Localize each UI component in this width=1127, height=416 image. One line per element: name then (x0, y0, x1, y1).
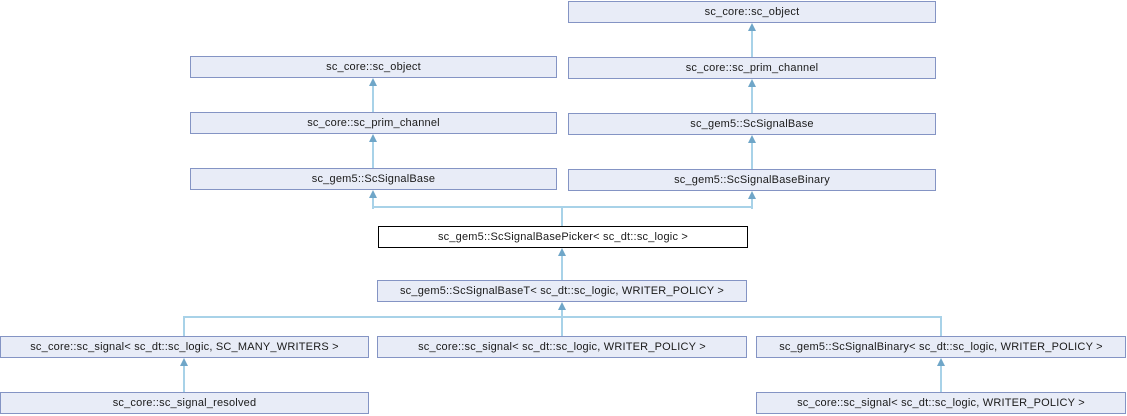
class-node-label: sc_gem5::ScSignalBaseBinary (674, 174, 830, 186)
inheritance-edge-line (183, 317, 185, 336)
class-node-sc-prim-channel-right[interactable]: sc_core::sc_prim_channel (568, 57, 936, 79)
class-node-sc-prim-channel-left[interactable]: sc_core::sc_prim_channel (190, 112, 557, 134)
inheritance-arrow-icon (748, 79, 756, 87)
inheritance-arrow-icon (180, 358, 188, 366)
class-node-scsignalbaset[interactable]: sc_gem5::ScSignalBaseT< sc_dt::sc_logic,… (377, 280, 747, 302)
inheritance-edge-line (751, 197, 753, 209)
inheritance-edge-line (940, 364, 942, 392)
class-node-scsignalbase-right[interactable]: sc_gem5::ScSignalBase (568, 113, 936, 135)
class-node-label: sc_gem5::ScSignalBinary< sc_dt::sc_logic… (779, 341, 1103, 353)
class-node-label: sc_gem5::ScSignalBaseT< sc_dt::sc_logic,… (399, 285, 725, 297)
class-node-sc-signal-writer-policy[interactable]: sc_core::sc_signal< sc_dt::sc_logic, WRI… (377, 336, 747, 358)
inheritance-arrow-icon (937, 358, 945, 366)
inheritance-edge-line (561, 254, 563, 280)
inheritance-edge-line (183, 364, 185, 392)
class-node-label: sc_core::sc_signal< sc_dt::sc_logic, WRI… (418, 341, 706, 353)
class-node-label: sc_gem5::ScSignalBasePicker< sc_dt::sc_l… (437, 231, 689, 243)
inheritance-edge-line (561, 207, 563, 226)
class-node-label: sc_core::sc_prim_channel (307, 117, 440, 129)
inheritance-edge-line (372, 196, 374, 209)
inheritance-arrow-icon (748, 135, 756, 143)
inheritance-edge-line (751, 141, 753, 169)
class-node-label: sc_core::sc_signal< sc_dt::sc_logic, SC_… (30, 341, 339, 353)
inheritance-edge-line (372, 140, 374, 168)
inheritance-arrow-icon (558, 248, 566, 256)
class-node-label: sc_core::sc_signal_resolved (112, 397, 257, 409)
inheritance-edge-line (751, 29, 753, 57)
inheritance-arrow-icon (369, 134, 377, 142)
inheritance-arrow-icon (748, 23, 756, 31)
class-node-label: sc_gem5::ScSignalBase (690, 118, 814, 130)
inheritance-arrow-icon (748, 191, 756, 199)
class-node-scsignalbasepicker: sc_gem5::ScSignalBasePicker< sc_dt::sc_l… (378, 226, 748, 248)
class-node-sc-object-left[interactable]: sc_core::sc_object (190, 56, 557, 78)
class-node-label: sc_gem5::ScSignalBase (311, 173, 436, 185)
class-node-sc-signal-writer-policy-br[interactable]: sc_core::sc_signal< sc_dt::sc_logic, WRI… (756, 392, 1126, 414)
inheritance-edge-line (561, 308, 563, 319)
class-node-sc-signal-many-writers[interactable]: sc_core::sc_signal< sc_dt::sc_logic, SC_… (0, 336, 369, 358)
inheritance-arrow-icon (369, 190, 377, 198)
class-node-scsignalbase-left[interactable]: sc_gem5::ScSignalBase (190, 168, 557, 190)
inheritance-arrow-icon (558, 302, 566, 310)
inheritance-edge-line (940, 317, 942, 336)
class-node-scsignalbasebinary[interactable]: sc_gem5::ScSignalBaseBinary (568, 169, 936, 191)
class-node-label: sc_core::sc_object (704, 6, 800, 18)
class-node-scsignalbinary[interactable]: sc_gem5::ScSignalBinary< sc_dt::sc_logic… (756, 336, 1126, 358)
inheritance-arrow-icon (369, 78, 377, 86)
inheritance-edge-line (751, 85, 753, 113)
inheritance-edge-line (561, 317, 563, 336)
class-node-label: sc_core::sc_prim_channel (685, 62, 819, 74)
class-node-sc-signal-resolved[interactable]: sc_core::sc_signal_resolved (0, 392, 369, 414)
class-node-label: sc_core::sc_object (326, 61, 421, 73)
class-node-sc-object-right[interactable]: sc_core::sc_object (568, 1, 936, 23)
inheritance-edge-line (372, 84, 374, 112)
class-node-label: sc_core::sc_signal< sc_dt::sc_logic, WRI… (797, 397, 1085, 409)
